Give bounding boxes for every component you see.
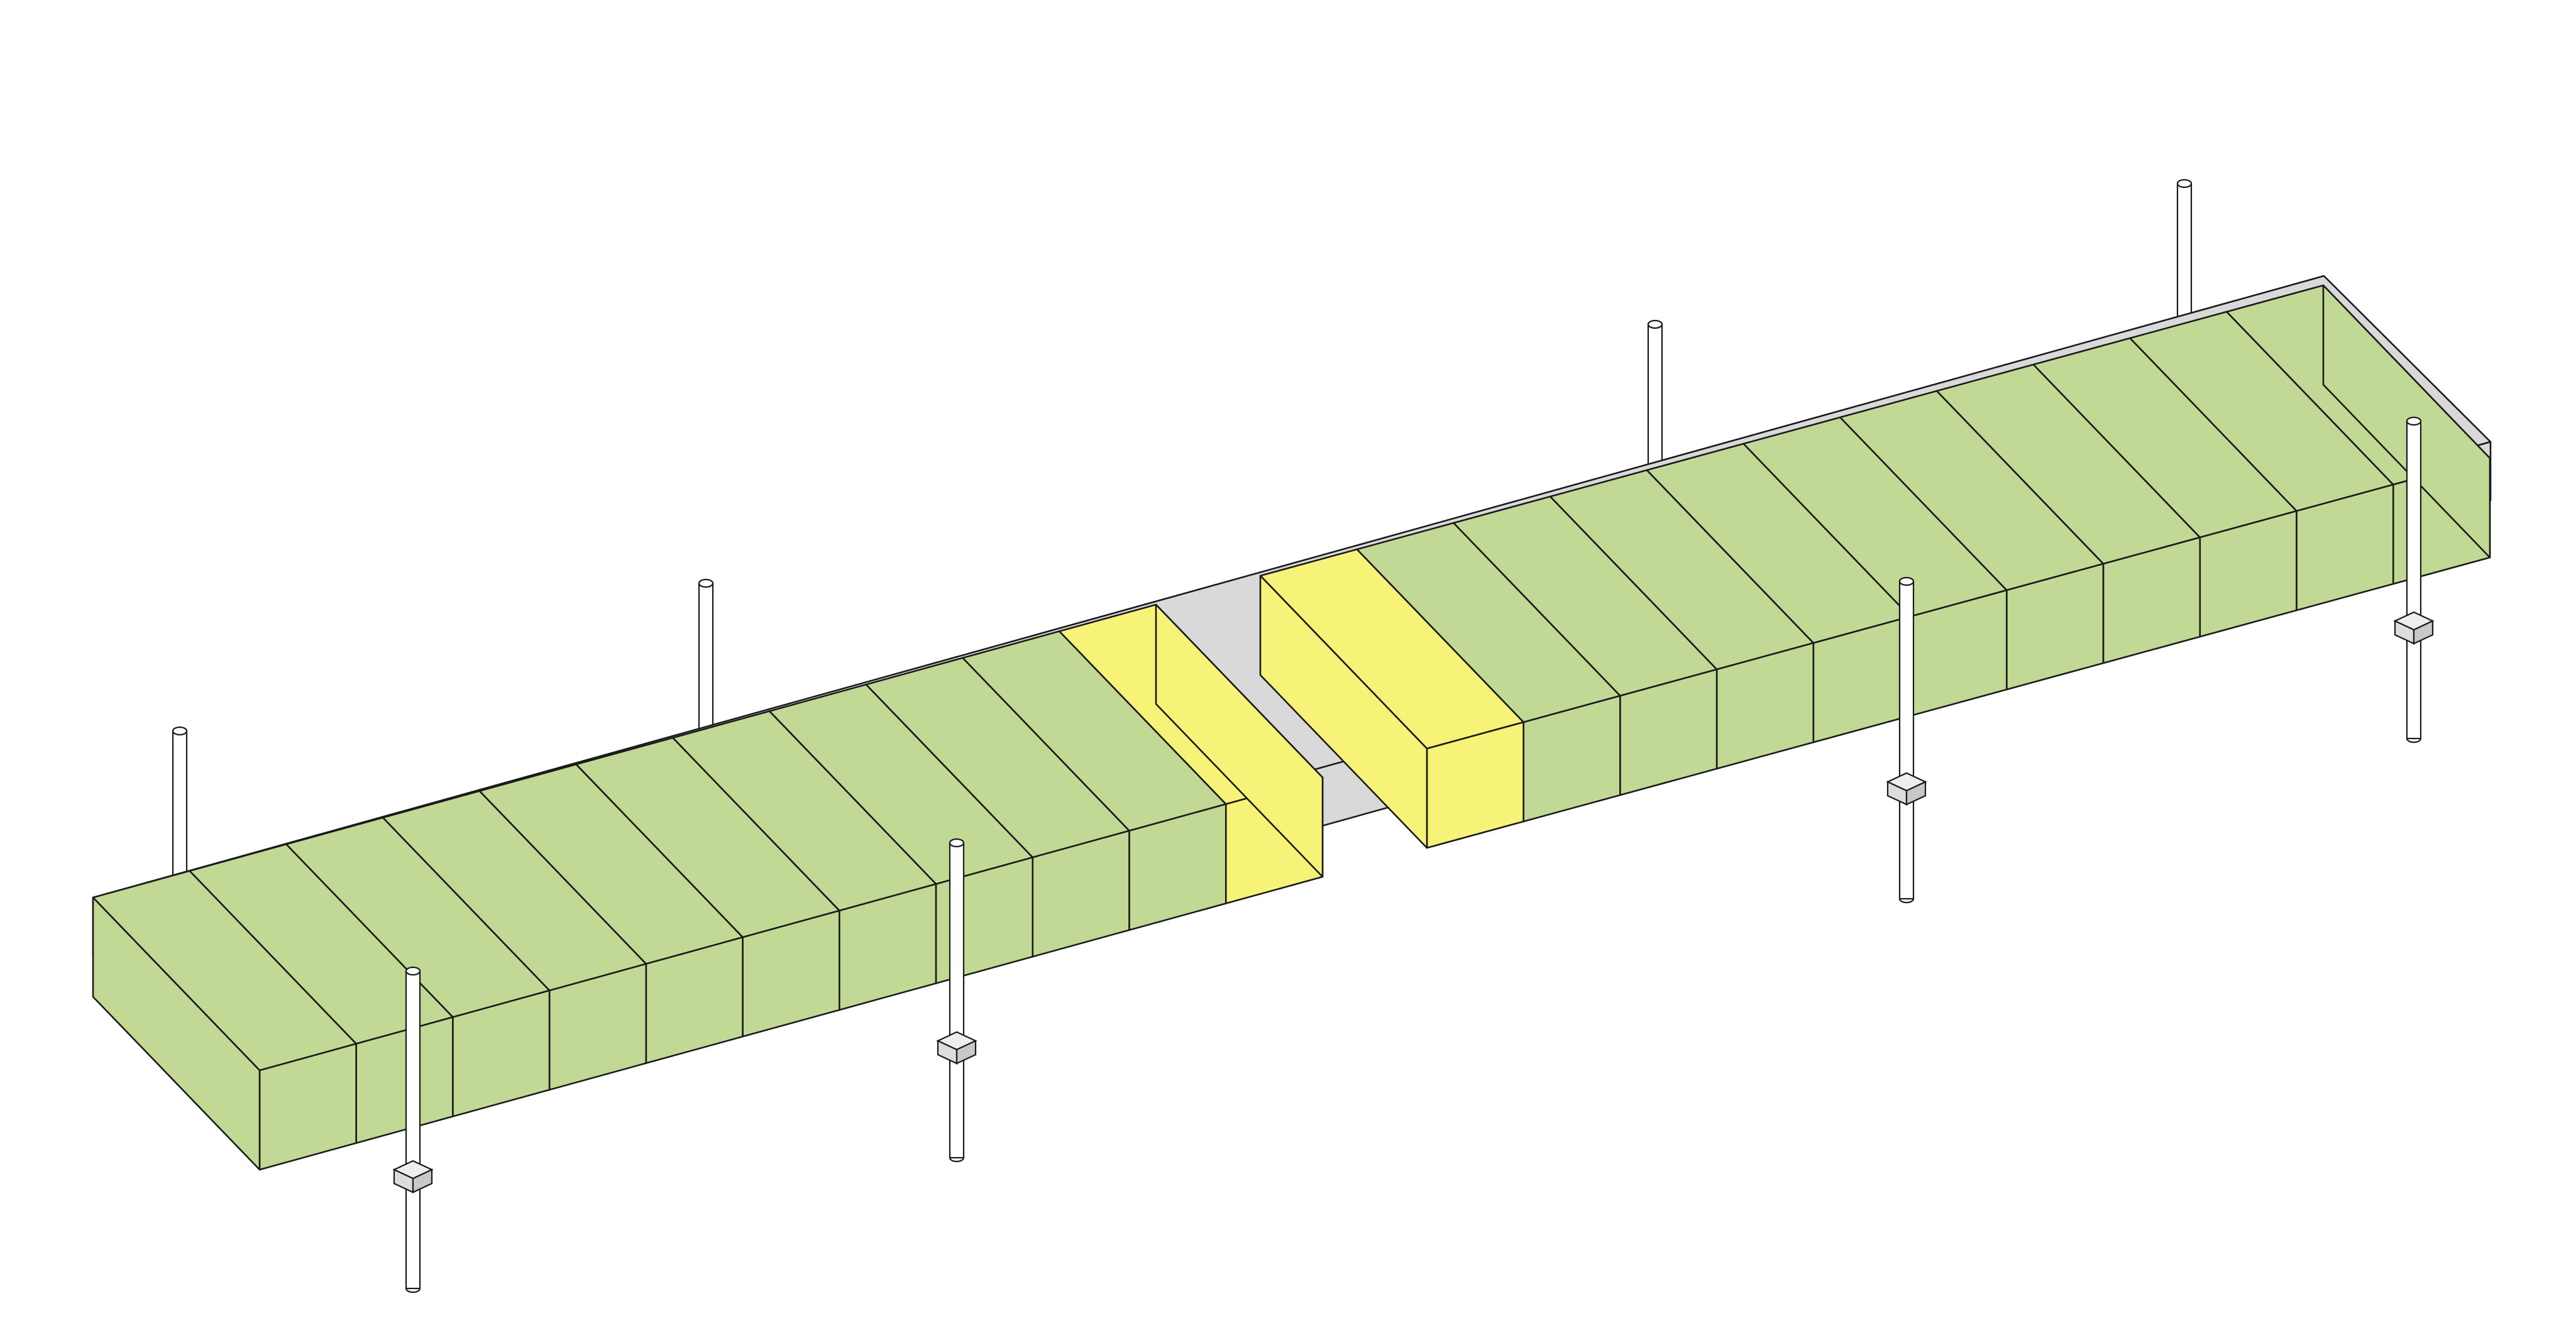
right-segment	[1259, 284, 2491, 849]
back-post-3	[1647, 319, 1663, 483]
post-cap	[1647, 319, 1663, 329]
post-shaft	[2176, 182, 2193, 328]
collar-right	[1905, 781, 1927, 806]
segment-left-face	[1259, 574, 1428, 849]
post-cap	[698, 578, 714, 588]
front-post-3	[1886, 576, 1927, 904]
post-shaft	[949, 842, 965, 1159]
segment-right-face	[1155, 603, 1324, 878]
post-base	[2406, 738, 2422, 744]
post-base	[949, 1157, 965, 1163]
post-cap	[2406, 416, 2422, 426]
post-shaft	[2406, 420, 2422, 740]
segment-left-face	[92, 896, 261, 1171]
back-post-4	[2176, 178, 2193, 332]
post-collar	[2393, 611, 2435, 645]
collar-right	[2413, 620, 2434, 645]
front-post-1	[392, 966, 434, 1293]
post-cap	[1898, 576, 1915, 586]
post-cap	[172, 726, 188, 736]
front-post-2	[936, 838, 977, 1163]
post-base	[405, 1288, 421, 1293]
left-segment	[92, 603, 1324, 1171]
post-cap	[2176, 178, 2193, 189]
post-cap	[949, 838, 965, 848]
post-shaft	[172, 730, 188, 881]
post-shaft	[1898, 580, 1915, 900]
back-post-1	[172, 726, 188, 885]
post-base	[1898, 898, 1915, 904]
post-collar	[1886, 772, 1927, 806]
back-post-2	[698, 578, 714, 759]
post-cap	[405, 966, 421, 976]
front-post-4	[2393, 416, 2435, 744]
collar-right	[955, 1040, 977, 1065]
post-shaft	[1647, 323, 1663, 479]
post-shaft	[405, 970, 421, 1290]
post-collar	[936, 1031, 977, 1065]
collar-right	[412, 1168, 433, 1194]
post-collar	[392, 1160, 434, 1194]
